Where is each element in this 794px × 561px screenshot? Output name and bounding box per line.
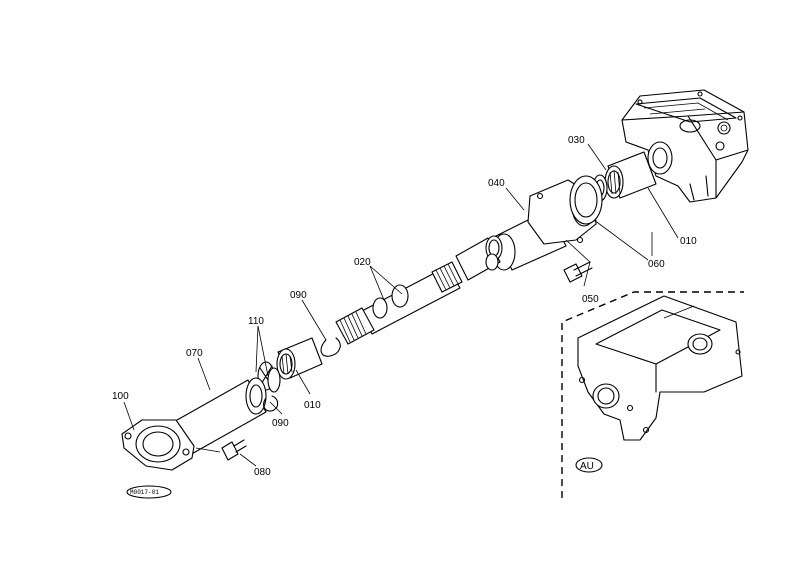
callout-050: 050	[582, 294, 599, 305]
inset-label-text: AU	[580, 461, 594, 472]
bearing-030	[592, 151, 657, 202]
callout-100: 100	[112, 391, 129, 402]
coupling-tube	[455, 235, 503, 281]
seal-060	[569, 175, 603, 225]
spacers-110	[257, 361, 281, 393]
inset-housing	[561, 291, 744, 498]
diagram-code-text: M0017-01	[130, 489, 159, 496]
snap-ring-090-upper	[320, 337, 341, 357]
callout-090-upper: 090	[290, 290, 307, 301]
callout-020: 020	[354, 257, 371, 268]
callout-040: 040	[488, 178, 505, 189]
callout-010-upper: 010	[680, 236, 697, 247]
callout-110: 110	[248, 316, 264, 327]
callout-080: 080	[254, 467, 271, 478]
bolt-080	[221, 439, 247, 461]
callout-060: 060	[648, 259, 665, 270]
shaft-020	[335, 261, 463, 345]
callout-030: 030	[568, 135, 585, 146]
callout-090-lower: 090	[272, 418, 289, 429]
snap-ring-090-lower	[263, 395, 279, 412]
gearbox-housing	[621, 89, 749, 203]
bearing-010-lower	[276, 337, 323, 380]
bolt-050	[563, 261, 593, 283]
inset-label-au: AU	[575, 457, 603, 473]
leader-lines	[123, 143, 679, 467]
tube-070	[169, 377, 267, 457]
callout-010-lower: 010	[304, 400, 321, 411]
flange-100	[121, 419, 195, 471]
diagram-code-badge: M0017-01	[126, 485, 172, 499]
callout-070: 070	[186, 348, 203, 359]
